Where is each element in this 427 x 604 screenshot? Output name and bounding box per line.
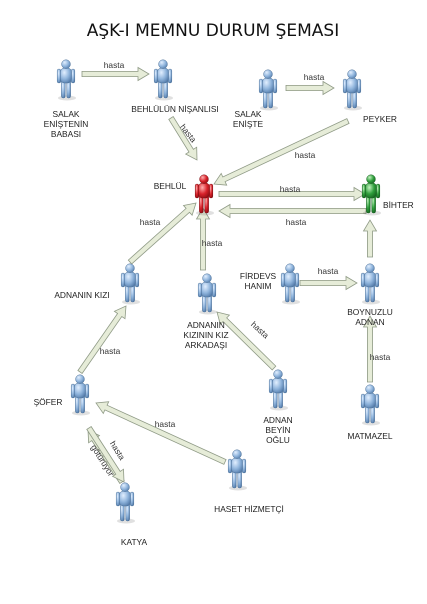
- node-peyker: PEYKER: [342, 69, 397, 124]
- person-figure-icon: [197, 273, 217, 315]
- person-figure-icon: [360, 384, 380, 426]
- edge-arrow: [216, 311, 277, 371]
- node-label: FİRDEVS: [240, 271, 277, 281]
- node-label: PEYKER: [363, 114, 397, 124]
- node-sofer: ŞÖFER: [34, 374, 90, 416]
- edge-label: hasta: [318, 266, 339, 276]
- edge-arrow: [195, 207, 211, 271]
- node-label: SALAK: [52, 109, 79, 119]
- person-figure-icon: [70, 374, 90, 416]
- edge-adnanin_kizi-to-behlul: hasta: [127, 202, 197, 265]
- node-label: MATMAZEL: [348, 431, 393, 441]
- person-figure-icon: [280, 263, 300, 305]
- edge-matmazel-to-boynuzlu_adnan: hasta: [362, 315, 391, 383]
- edge-arrow: [299, 275, 358, 291]
- node-label: ADNANIN: [187, 320, 225, 330]
- edge-label: hasta: [286, 217, 307, 227]
- edge-peyker-to-behlul: hasta: [213, 118, 350, 186]
- edge-arrow: [362, 315, 378, 383]
- node-label: BABASI: [51, 129, 81, 139]
- person-figure-icon: [361, 174, 381, 216]
- node-label: BOYNUZLU: [347, 307, 393, 317]
- node-behlul: BEHLÜL: [154, 174, 214, 216]
- edge-label: hasta: [370, 352, 391, 362]
- edge-label: hasta: [295, 150, 316, 160]
- person-figure-icon: [360, 263, 380, 305]
- edge-arrow: [168, 116, 198, 161]
- edge-label: hasta: [280, 184, 301, 194]
- edge-bihter-to-behlul: hasta: [218, 203, 367, 227]
- edge-arrow: [285, 80, 335, 96]
- edge-haset_hizmetci-to-sofer: hasta: [95, 401, 227, 465]
- edge-label: hasta: [104, 60, 125, 70]
- edge-sofer-to-adnanin_kizi: hasta: [77, 305, 127, 375]
- edge-arrow: [77, 305, 127, 375]
- person-figure-icon: [227, 449, 247, 491]
- diagram-title: AŞK-I MEMNU DURUM ŞEMASI: [87, 21, 339, 41]
- node-label: KIZININ KIZ: [183, 330, 228, 340]
- edge-salak_enistenin_babasi-to-behlulun_nisanlisi: hasta: [81, 60, 150, 82]
- node-label: ADNANIN KIZI: [54, 290, 109, 300]
- person-figure-icon: [268, 369, 288, 411]
- person-figure-icon: [194, 174, 214, 216]
- node-katya: KATYA: [115, 482, 148, 547]
- edge-behlulun_nisanlisi-to-behlul: hasta: [168, 116, 199, 161]
- edge-boynuzlu_adnan-to-bihter: [362, 219, 378, 258]
- node-matmazel: MATMAZEL: [348, 384, 393, 441]
- node-behlulun_nisanlisi: BEHLÜLÜN NİŞANLISI: [131, 59, 219, 114]
- edge-arrow: [218, 203, 367, 219]
- edge-arrow: [213, 118, 350, 186]
- node-label: OĞLU: [266, 435, 290, 445]
- edge-arrow: [95, 401, 227, 465]
- node-label: HASET HİZMETÇİ: [214, 504, 284, 514]
- edge-arrow: [86, 426, 125, 483]
- edge-arrow: [127, 202, 197, 265]
- person-figure-icon: [115, 482, 135, 524]
- person-figure-icon: [153, 59, 173, 101]
- edge-arrow: [362, 219, 378, 258]
- node-label: ADNAN: [355, 317, 384, 327]
- node-adnanin_kizi: ADNANIN KIZI: [54, 263, 140, 305]
- edge-label: hasta: [249, 319, 271, 340]
- node-label: ENİŞTENİN: [44, 119, 89, 129]
- node-label: ARKADAŞI: [185, 340, 227, 350]
- edge-label: hasta: [140, 217, 161, 227]
- node-haset_hizmetci: HASET HİZMETÇİ: [214, 449, 284, 514]
- edge-adnanin_kizinin_kiz_arkadasi-to-behlul: hasta: [195, 207, 223, 271]
- edge-salak_eniste-to-peyker: hasta: [285, 72, 335, 96]
- edge-label: hasta: [100, 346, 121, 356]
- node-label: ENİŞTE: [233, 119, 264, 129]
- edge-label: hasta: [202, 238, 223, 248]
- node-label: BEHLÜL: [154, 181, 187, 191]
- edges-layer: hasta hasta hasta hasta hasta hasta hasta hasta…: [77, 60, 391, 484]
- edge-label: hasta: [155, 419, 176, 429]
- person-figure-icon: [120, 263, 140, 305]
- node-label: KATYA: [121, 537, 148, 547]
- node-label: HANIM: [245, 281, 272, 291]
- edge-firdevs_hanim-to-boynuzlu_adnan: hasta: [299, 266, 358, 291]
- node-label: BİHTER: [383, 200, 414, 210]
- node-label: SALAK: [234, 109, 261, 119]
- node-bihter: BİHTER: [361, 174, 414, 216]
- edge-behlul-to-bihter: hasta: [218, 184, 366, 202]
- edge-arrow: [218, 186, 366, 202]
- edge-arrow: [81, 66, 150, 82]
- node-label: ŞÖFER: [34, 397, 63, 407]
- node-label: BEHLÜLÜN NİŞANLISI: [131, 104, 219, 114]
- person-figure-icon: [342, 69, 362, 111]
- node-label: BEYİN: [265, 425, 290, 435]
- person-figure-icon: [56, 59, 76, 101]
- node-label: ADNAN: [263, 415, 292, 425]
- edge-label: hasta: [304, 72, 325, 82]
- person-figure-icon: [258, 69, 278, 111]
